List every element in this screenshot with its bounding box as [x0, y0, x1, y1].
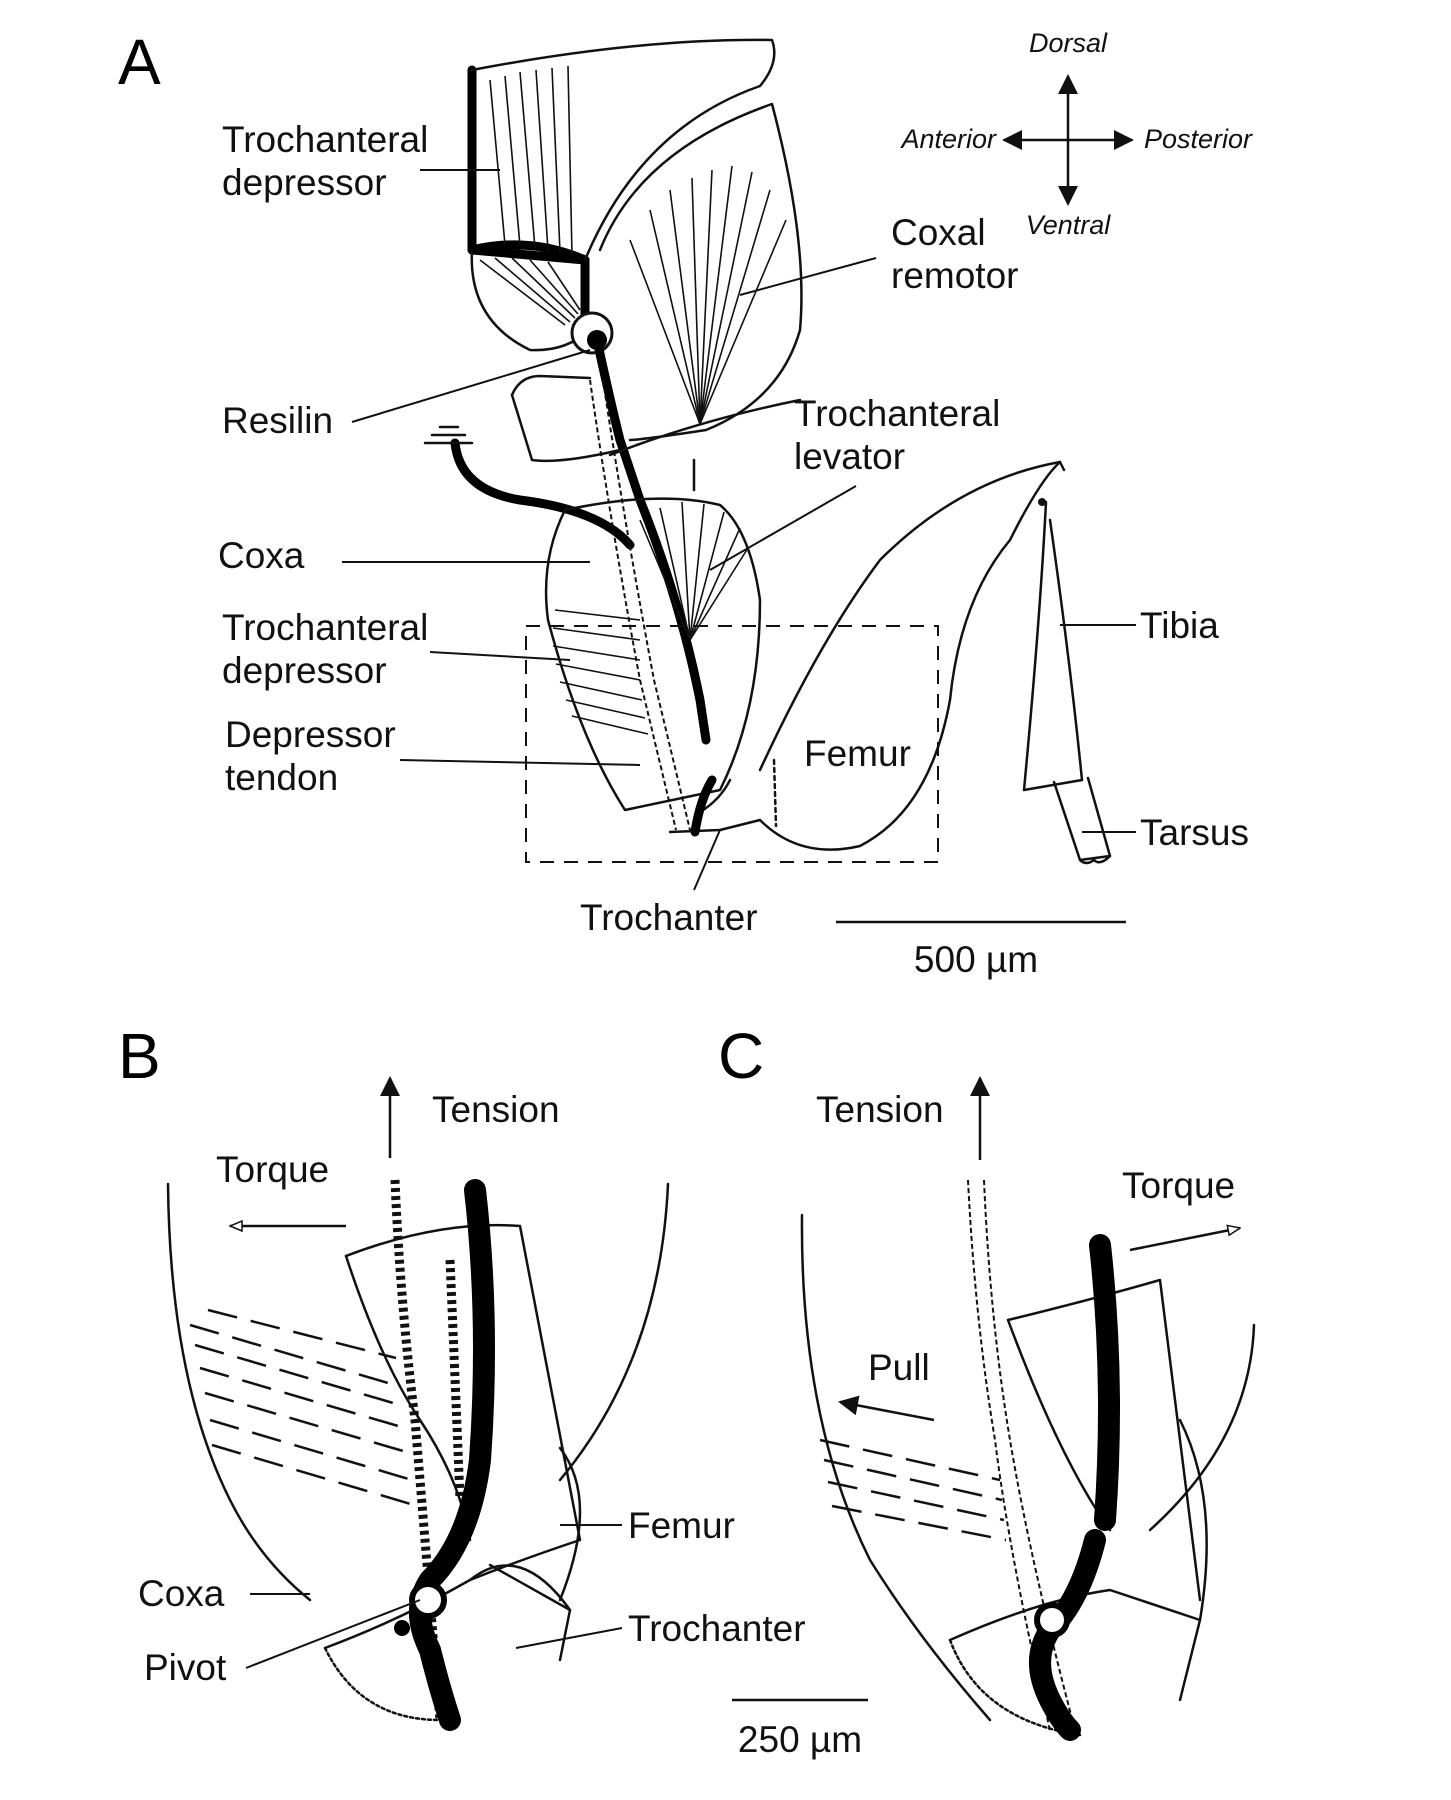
label-torque-b: Torque: [216, 1149, 329, 1190]
panel-a: A Dorsal Ventral Anterior Posterior: [118, 26, 1253, 980]
scale-bar-500-label: 500 µm: [914, 939, 1038, 980]
label-pull-c: Pull: [868, 1347, 930, 1388]
label-tarsus: Tarsus: [1140, 812, 1249, 853]
posterior-label: Posterior: [1144, 124, 1253, 154]
label-trochanteral-depressor-mid-line2: depressor: [222, 650, 387, 691]
coxal-remotor-fibers: [629, 165, 787, 425]
depressor-tendon-c: [967, 1179, 1051, 1731]
label-torque-c: Torque: [1122, 1165, 1235, 1206]
panel-b-label: B: [118, 1020, 161, 1092]
label-coxa: Coxa: [218, 535, 305, 576]
label-resilin: Resilin: [222, 400, 333, 441]
recording-electrode-wire: [450, 438, 635, 550]
panel-b: B Tension Torque: [118, 1020, 806, 1731]
label-trochanteral-depressor-mid-line1: Trochanteral: [222, 607, 428, 648]
label-coxal-remotor-line1: Coxal: [891, 212, 986, 253]
panel-c: C Tension Torque Pull: [718, 1020, 1256, 1741]
label-trochanteral-depressor-top-line2: depressor: [222, 162, 387, 203]
label-coxa-b: Coxa: [138, 1573, 225, 1614]
label-femur-b: Femur: [628, 1505, 735, 1546]
ventral-label: Ventral: [1026, 210, 1112, 240]
label-trochanter-a: Trochanter: [580, 897, 758, 938]
femur-outline-c: [1006, 1278, 1202, 1602]
label-trochanteral-levator-line1: Trochanteral: [794, 393, 1000, 434]
panel-a-label: A: [118, 26, 161, 98]
thoracic-depressor-fibers: [479, 65, 581, 326]
label-femur-a: Femur: [804, 733, 911, 774]
label-tension-b: Tension: [432, 1089, 560, 1130]
apodeme-c: [1089, 1234, 1120, 1531]
label-tension-c: Tension: [816, 1089, 944, 1130]
coxa-wall-b: [166, 1182, 312, 1602]
trochanter-outline-b: [323, 1564, 572, 1650]
orientation-compass: Dorsal Ventral Anterior Posterior: [899, 28, 1253, 240]
depressor-fibers-b: [189, 1308, 415, 1507]
dorsal-label: Dorsal: [1029, 28, 1108, 58]
label-trochanteral-depressor-top-line1: Trochanteral: [222, 119, 428, 160]
coxal-remotor-outline: [598, 102, 803, 442]
torque-arrow-c: [1129, 1228, 1240, 1252]
tarsus-outline: [1052, 776, 1112, 862]
label-depressor-tendon-line1: Depressor: [225, 714, 396, 755]
label-coxal-remotor-line2: remotor: [891, 255, 1018, 296]
anterior-label: Anterior: [899, 124, 997, 154]
label-pivot-b: Pivot: [144, 1647, 227, 1688]
leg-drawing: [423, 38, 1112, 865]
pivot-b: [409, 1581, 447, 1619]
label-trochanteral-levator-line2: levator: [794, 436, 905, 477]
pull-arrow-c: [838, 1395, 935, 1422]
panel-a-leaders: [342, 169, 1136, 891]
thorax-outline: [470, 38, 776, 262]
tibia-outline: [1022, 500, 1084, 792]
scale-bar-250-label: 250 µm: [738, 1719, 862, 1760]
panel-c-label: C: [718, 1020, 764, 1092]
trochanter-joint: [690, 775, 717, 837]
coxal-depressor-fibers: [552, 609, 649, 735]
inset-region-box: [525, 625, 939, 863]
trochanteral-levator-fibers: [639, 501, 749, 641]
coxa-outline: [544, 497, 762, 812]
label-tibia: Tibia: [1140, 605, 1219, 646]
label-trochanter-b: Trochanter: [628, 1608, 806, 1649]
depressor-tendon-b: [390, 1179, 445, 1721]
depressor-nerve: [592, 335, 711, 745]
depressor-tendon: [589, 379, 677, 831]
apodeme-b: [409, 1179, 495, 1731]
pivot-c: [1034, 1602, 1070, 1638]
label-depressor-tendon-line2: tendon: [225, 757, 338, 798]
coxa-wall-c: [800, 1213, 992, 1722]
femur-outline: [668, 460, 1066, 851]
depressor-fibers-c: [819, 1438, 1007, 1542]
thoracic-depressor-border: [467, 65, 590, 327]
